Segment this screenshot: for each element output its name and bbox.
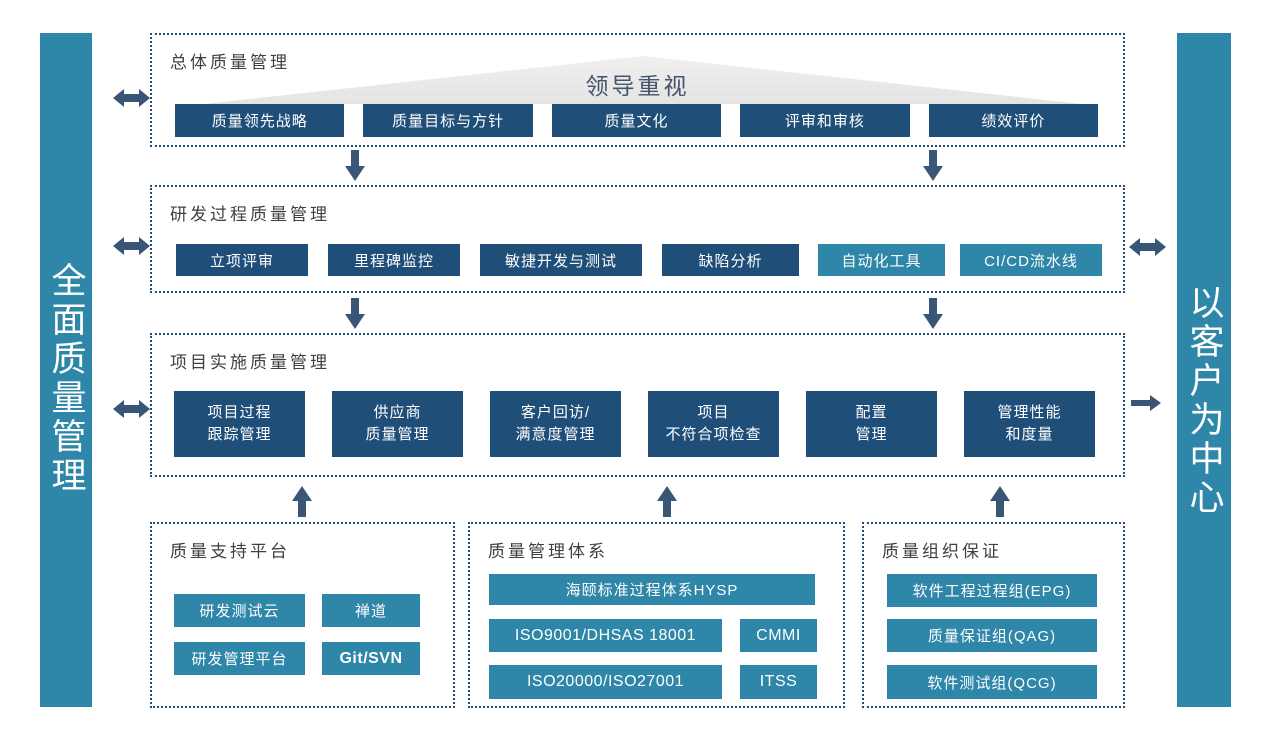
pill-iso20000: ISO20000/ISO27001 bbox=[489, 665, 722, 699]
left-banner: 全面质量管理 bbox=[40, 33, 92, 707]
pill-quality-strategy: 质量领先战略 bbox=[175, 104, 345, 137]
pill-cmmi: CMMI bbox=[740, 619, 817, 652]
pill-git-svn: Git/SVN bbox=[322, 642, 420, 675]
pill-nonconformity-check: 项目 不符合项检查 bbox=[648, 391, 779, 457]
up-arrow-icon bbox=[292, 486, 312, 517]
pill-milestone-monitoring: 里程碑监控 bbox=[328, 244, 460, 276]
pill-quality-culture: 质量文化 bbox=[551, 104, 722, 137]
right-banner-text: 以客户为中心 bbox=[1184, 284, 1224, 518]
pill-rd-test-cloud: 研发测试云 bbox=[174, 594, 305, 627]
down-arrow-icon bbox=[923, 150, 943, 181]
section-platform-title: 质量支持平台 bbox=[170, 542, 290, 561]
pill-rd-mgmt-platform: 研发管理平台 bbox=[174, 642, 305, 675]
pill-line: 客户回访/ bbox=[520, 404, 591, 421]
pill-cicd-pipeline: CI/CD流水线 bbox=[960, 244, 1102, 276]
section-overall-title: 总体质量管理 bbox=[170, 53, 290, 72]
section-rd-title: 研发过程质量管理 bbox=[170, 205, 330, 224]
pill-zentao: 禅道 bbox=[322, 594, 420, 627]
pill-itss: ITSS bbox=[740, 665, 817, 699]
pill-line: 管理 bbox=[855, 426, 888, 443]
section-project-impl: 项目实施质量管理 项目过程 跟踪管理 供应商 质量管理 客户回访/ 满意度管理 … bbox=[150, 333, 1125, 477]
pill-line: 项目过程 bbox=[207, 404, 272, 421]
pill-line: 跟踪管理 bbox=[207, 426, 272, 443]
pill-iso9001: ISO9001/DHSAS 18001 bbox=[489, 619, 722, 652]
double-arrow-icon bbox=[113, 400, 150, 418]
pill-supplier-quality: 供应商 质量管理 bbox=[332, 391, 463, 457]
pill-defect-analysis: 缺陷分析 bbox=[662, 244, 799, 276]
section-impl-title: 项目实施质量管理 bbox=[170, 353, 330, 372]
section-org-assurance: 质量组织保证 软件工程过程组(EPG) 质量保证组(QAG) 软件测试组(QCG… bbox=[862, 522, 1125, 708]
pill-automation-tools: 自动化工具 bbox=[818, 244, 945, 276]
up-arrow-icon bbox=[990, 486, 1010, 517]
pill-line: 满意度管理 bbox=[515, 426, 596, 443]
pill-line: 管理性能 bbox=[997, 404, 1062, 421]
pill-quality-goals: 质量目标与方针 bbox=[363, 104, 533, 137]
pill-line: 质量管理 bbox=[365, 426, 430, 443]
pill-agile-dev-testing: 敏捷开发与测试 bbox=[480, 244, 642, 276]
pill-line: 项目 bbox=[697, 404, 730, 421]
leadership-label: 领导重视 bbox=[585, 73, 690, 99]
section-rd-process: 研发过程质量管理 立项评审 里程碑监控 敏捷开发与测试 缺陷分析 自动化工具 C… bbox=[150, 185, 1125, 293]
pill-performance-measurement: 管理性能 和度量 bbox=[964, 391, 1095, 457]
pill-line: 不符合项检查 bbox=[665, 426, 762, 443]
overall-pill-row: 质量领先战略 质量目标与方针 质量文化 评审和审核 绩效评价 bbox=[175, 104, 1099, 137]
section-mgmt-system: 质量管理体系 海颐标准过程体系HYSP ISO9001/DHSAS 18001 … bbox=[468, 522, 845, 708]
section-support-platform: 质量支持平台 研发测试云 禅道 研发管理平台 Git/SVN bbox=[150, 522, 455, 708]
double-arrow-icon bbox=[113, 237, 150, 255]
pill-performance-eval: 绩效评价 bbox=[928, 104, 1099, 137]
double-arrow-icon bbox=[1129, 238, 1166, 256]
pill-line: 供应商 bbox=[373, 404, 422, 421]
pill-epg: 软件工程过程组(EPG) bbox=[887, 574, 1097, 607]
impl-pill-row: 项目过程 跟踪管理 供应商 质量管理 客户回访/ 满意度管理 项目 不符合项检查… bbox=[174, 391, 1095, 457]
down-arrow-icon bbox=[345, 298, 365, 329]
pill-qag: 质量保证组(QAG) bbox=[887, 619, 1097, 652]
section-org-title: 质量组织保证 bbox=[882, 542, 1002, 561]
up-arrow-icon bbox=[657, 486, 677, 517]
down-arrow-icon bbox=[345, 150, 365, 181]
right-arrow-icon bbox=[1131, 395, 1161, 411]
pill-line: 和度量 bbox=[1005, 426, 1054, 443]
pill-customer-visit-satisfaction: 客户回访/ 满意度管理 bbox=[490, 391, 621, 457]
pill-hysp: 海颐标准过程体系HYSP bbox=[489, 574, 815, 605]
pill-configuration-mgmt: 配置 管理 bbox=[806, 391, 937, 457]
pill-project-initiation-review: 立项评审 bbox=[176, 244, 308, 276]
pill-qcg: 软件测试组(QCG) bbox=[887, 665, 1097, 699]
down-arrow-icon bbox=[923, 298, 943, 329]
pill-review-audit: 评审和审核 bbox=[740, 104, 910, 137]
section-system-title: 质量管理体系 bbox=[488, 542, 608, 561]
left-banner-text: 全面质量管理 bbox=[46, 262, 86, 496]
double-arrow-icon bbox=[113, 89, 150, 107]
pill-line: 配置 bbox=[855, 404, 888, 421]
pill-project-tracking: 项目过程 跟踪管理 bbox=[174, 391, 305, 457]
section-overall-quality: 总体质量管理 领导重视 质量领先战略 质量目标与方针 质量文化 评审和审核 绩效… bbox=[150, 33, 1125, 147]
right-banner: 以客户为中心 bbox=[1177, 33, 1231, 707]
